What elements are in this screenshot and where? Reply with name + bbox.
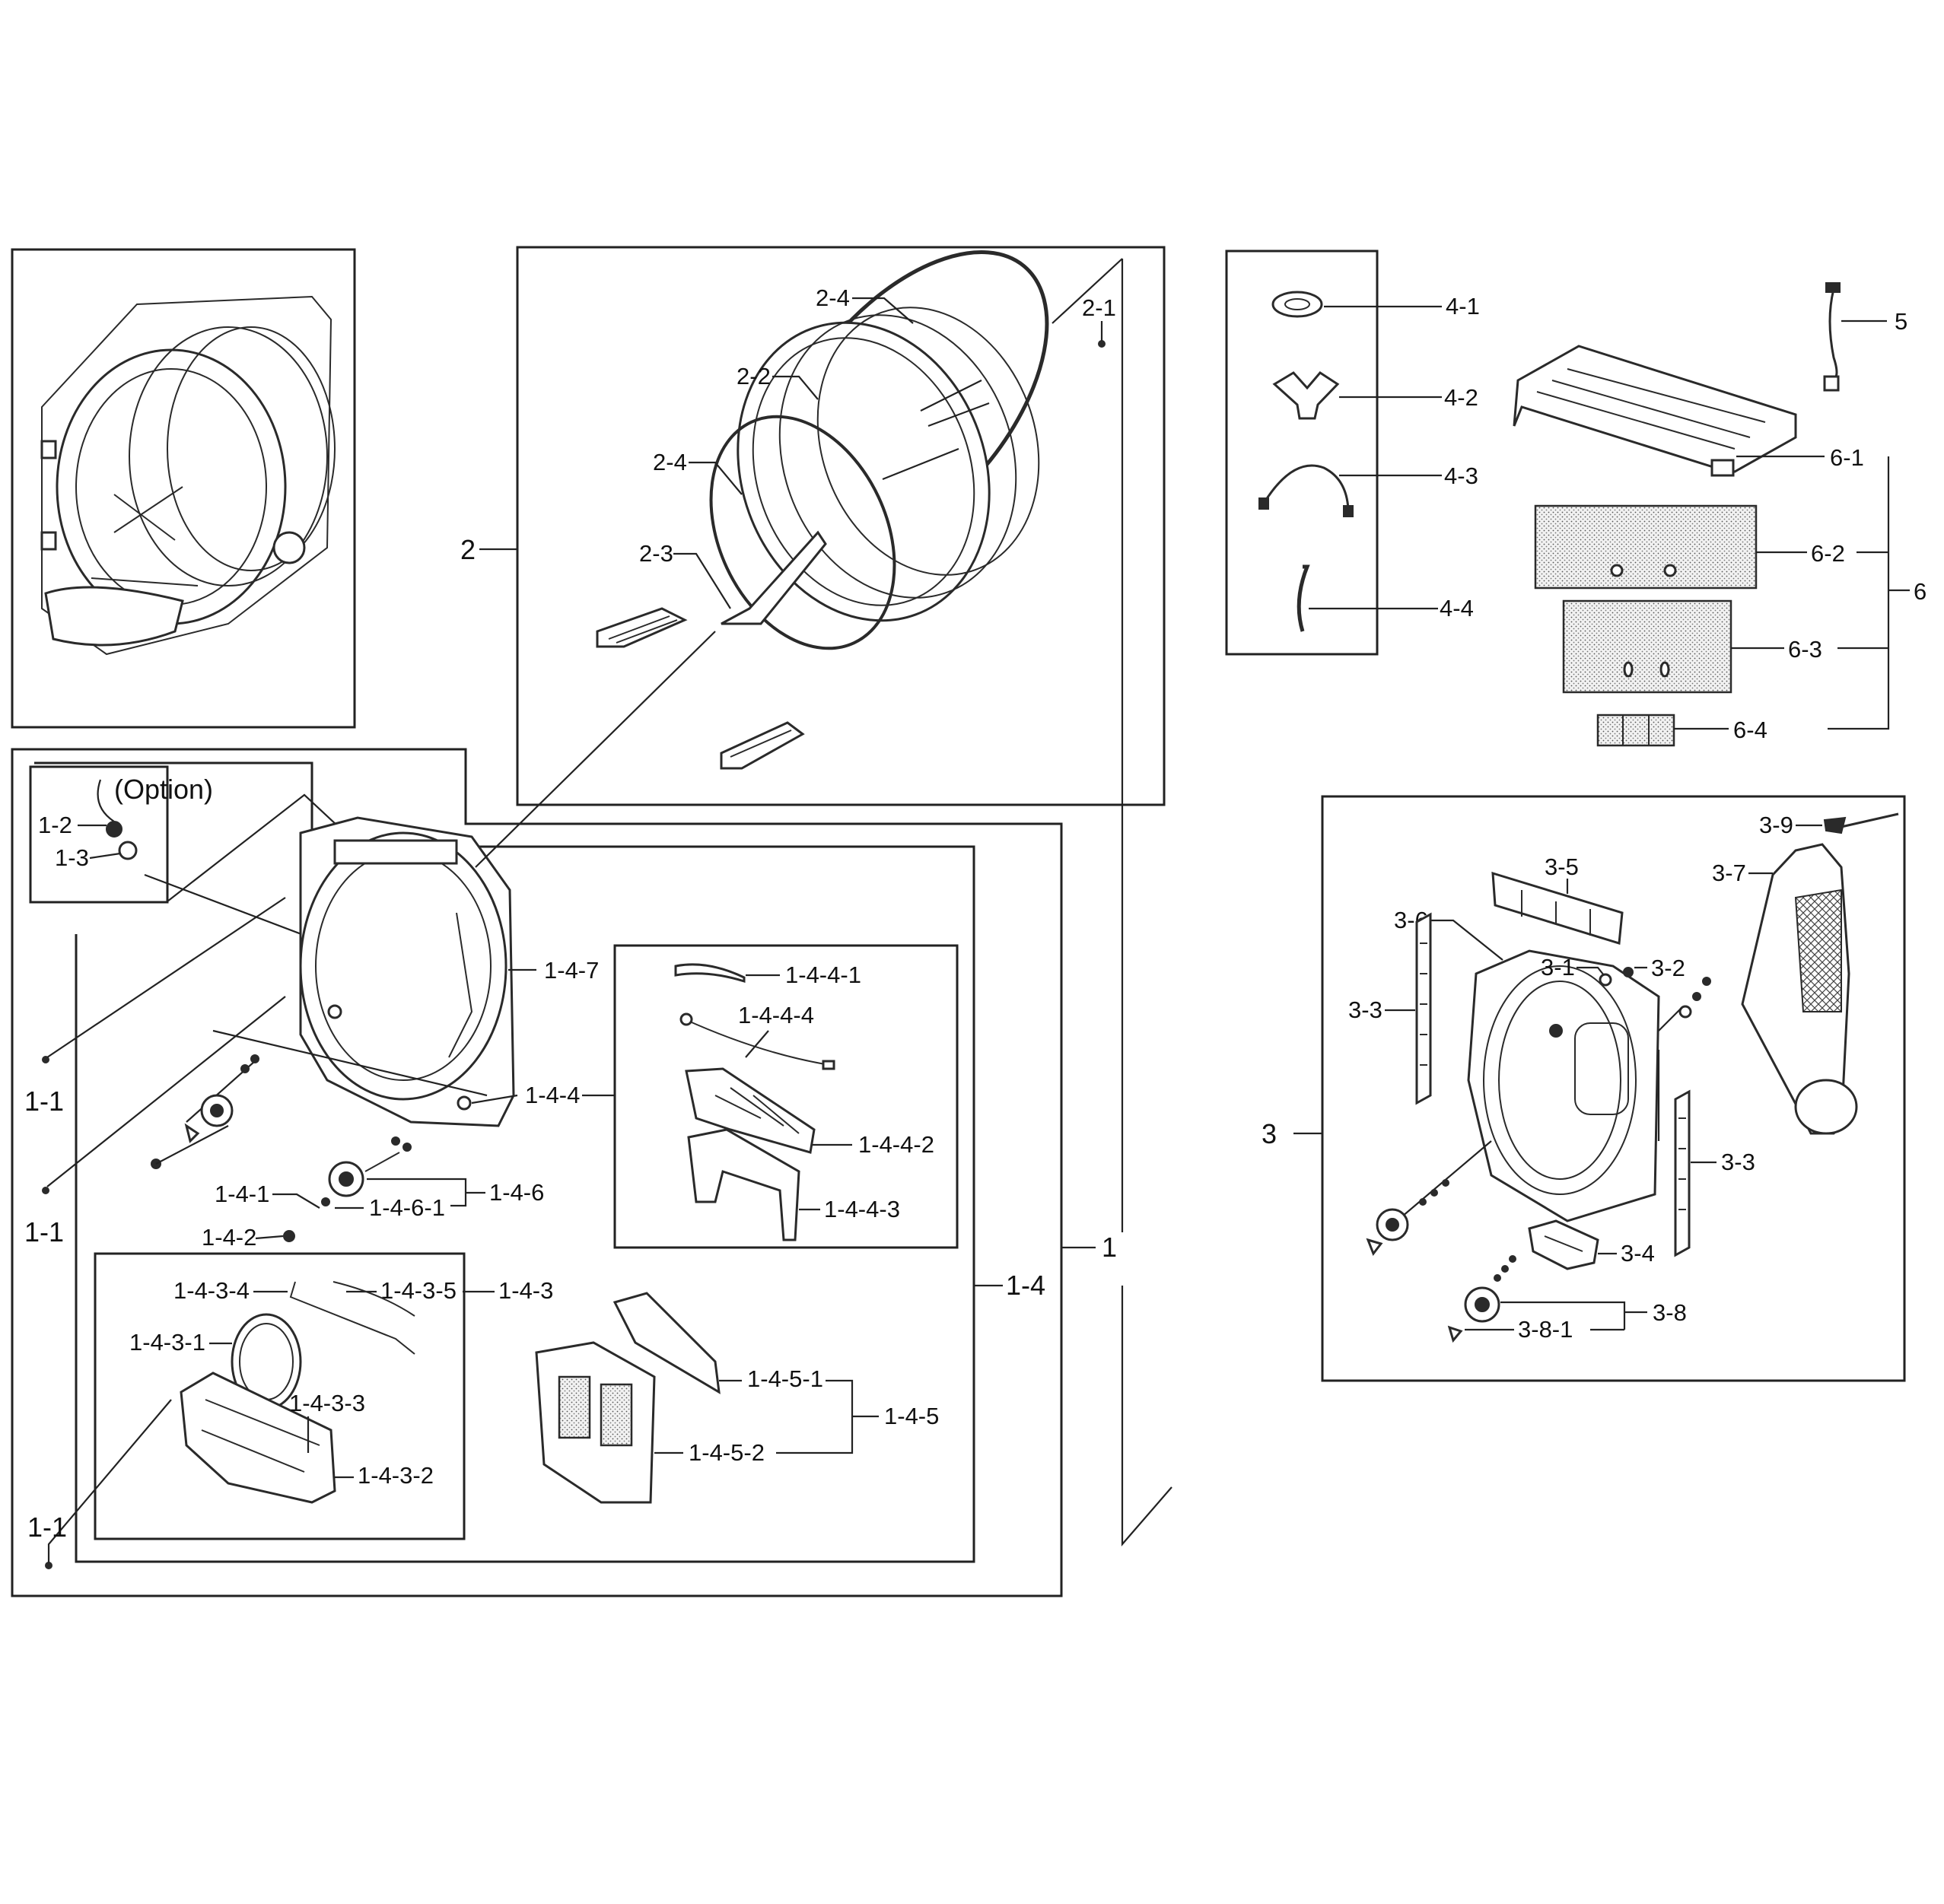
callout-3-3-left: 3-3 bbox=[1348, 997, 1382, 1023]
callout-1-4-4-3: 1-4-4-3 bbox=[824, 1196, 900, 1222]
screws-1-1: 1-1 1-1 1-1 bbox=[24, 897, 488, 1569]
callout-1-4: 1-4 bbox=[1006, 1270, 1045, 1301]
callout-4-1: 4-1 bbox=[1446, 293, 1480, 319]
callout-1-4-6: 1-4-6 bbox=[489, 1179, 544, 1206]
callout-1-4-7: 1-4-7 bbox=[544, 957, 599, 984]
callout-1-4-6-1: 1-4-6-1 bbox=[369, 1194, 445, 1221]
callout-3-9: 3-9 bbox=[1759, 812, 1793, 838]
option-box: (Option) 1-2 1-3 bbox=[29, 765, 472, 983]
callout-1-4-4-1: 1-4-4-1 bbox=[785, 962, 861, 988]
option-label: (Option) bbox=[114, 774, 213, 805]
callout-3: 3 bbox=[1262, 1118, 1277, 1149]
callout-1-4-3-4: 1-4-3-4 bbox=[173, 1277, 250, 1304]
callout-1-4-2: 1-4-2 bbox=[202, 1224, 256, 1251]
callout-1-1-lower: 1-1 bbox=[27, 1511, 67, 1543]
callout-2-1: 2-1 bbox=[1082, 294, 1116, 321]
callout-6-2: 6-2 bbox=[1811, 540, 1845, 567]
callout-1: 1 bbox=[1102, 1232, 1117, 1263]
callout-5: 5 bbox=[1895, 308, 1907, 335]
callout-1-4-3-3: 1-4-3-3 bbox=[289, 1390, 365, 1416]
callout-1-4-5-2: 1-4-5-2 bbox=[689, 1439, 765, 1466]
callout-1-4-1: 1-4-1 bbox=[215, 1181, 269, 1207]
callout-1-1-middle: 1-1 bbox=[24, 1216, 64, 1248]
dryer-assembly-overview bbox=[40, 295, 336, 656]
callout-3-3-right: 3-3 bbox=[1721, 1149, 1755, 1175]
roller-parts: 1-4-1 1-4-6-1 1-4-6 1-4-2 bbox=[151, 1054, 544, 1251]
callout-1-4-4-main: 1-4-4 bbox=[525, 1082, 580, 1108]
callout-2-2: 2-2 bbox=[737, 363, 771, 389]
callout-1-2: 1-2 bbox=[38, 812, 72, 838]
callout-4-4: 4-4 bbox=[1440, 595, 1474, 621]
group-3-rear: 3 3-9 3-7 3-5 3-6 3-1 3-2 bbox=[1262, 795, 1906, 1382]
callout-3-8: 3-8 bbox=[1653, 1299, 1687, 1326]
box-1-4-3: 1-4-3-4 1-4-3-5 1-4-3 1-4-3-1 1-4-3-3 1-… bbox=[94, 1252, 553, 1540]
callout-1-4-3: 1-4-3 bbox=[498, 1277, 553, 1304]
callout-3-4: 3-4 bbox=[1621, 1240, 1655, 1267]
filter-parts: 1-4-5-1 1-4-5 1-4-5-2 bbox=[535, 1292, 939, 1504]
callout-6-1: 6-1 bbox=[1830, 444, 1864, 471]
group-2-drum: 2 2-4 2-1 2-2 2-4 2-3 bbox=[460, 246, 1172, 1546]
callout-1-3: 1-3 bbox=[55, 844, 89, 871]
callout-1-4-4-4: 1-4-4-4 bbox=[738, 1002, 814, 1028]
group-6-plate-parts: 6-1 6-2 6 6-3 6-4 bbox=[1513, 345, 1927, 747]
callout-1-4-3-1: 1-4-3-1 bbox=[129, 1329, 205, 1356]
callout-1-4-3-2: 1-4-3-2 bbox=[358, 1462, 434, 1489]
callout-3-5: 3-5 bbox=[1545, 853, 1579, 880]
callout-3-1: 3-1 bbox=[1541, 954, 1575, 981]
box-1-4-4: 1-4-4-1 1-4-4-4 1-4-4-2 1-4-4-3 bbox=[582, 944, 959, 1249]
callout-1-4-5-1: 1-4-5-1 bbox=[747, 1365, 823, 1392]
callout-6-3: 6-3 bbox=[1788, 636, 1822, 663]
overview-panel bbox=[11, 248, 356, 729]
callout-6: 6 bbox=[1914, 578, 1927, 605]
front-panel-part: 1-4-7 1-4-4 bbox=[299, 816, 599, 1127]
callout-2-4-top: 2-4 bbox=[816, 284, 850, 311]
callout-2-3: 2-3 bbox=[639, 540, 673, 567]
callout-2-4-middle: 2-4 bbox=[653, 449, 687, 475]
callout-1-1-upper: 1-1 bbox=[24, 1086, 64, 1117]
callout-3-8-1: 3-8-1 bbox=[1518, 1316, 1573, 1343]
callout-2: 2 bbox=[460, 534, 476, 565]
group-4-accessories: 4-1 4-2 4-3 4-4 bbox=[1225, 250, 1480, 656]
callout-3-2: 3-2 bbox=[1651, 955, 1685, 981]
callout-1-4-4-2: 1-4-4-2 bbox=[858, 1131, 934, 1158]
group-1-frame bbox=[11, 748, 1063, 1597]
callout-6-4: 6-4 bbox=[1733, 717, 1767, 743]
callout-3-7: 3-7 bbox=[1712, 860, 1746, 886]
callout-1-4-5: 1-4-5 bbox=[884, 1403, 939, 1429]
part-5-harness: 5 bbox=[1823, 282, 1907, 392]
callout-4-3: 4-3 bbox=[1444, 462, 1478, 489]
callout-4-2: 4-2 bbox=[1444, 384, 1478, 411]
callout-1-4-3-5: 1-4-3-5 bbox=[380, 1277, 457, 1304]
